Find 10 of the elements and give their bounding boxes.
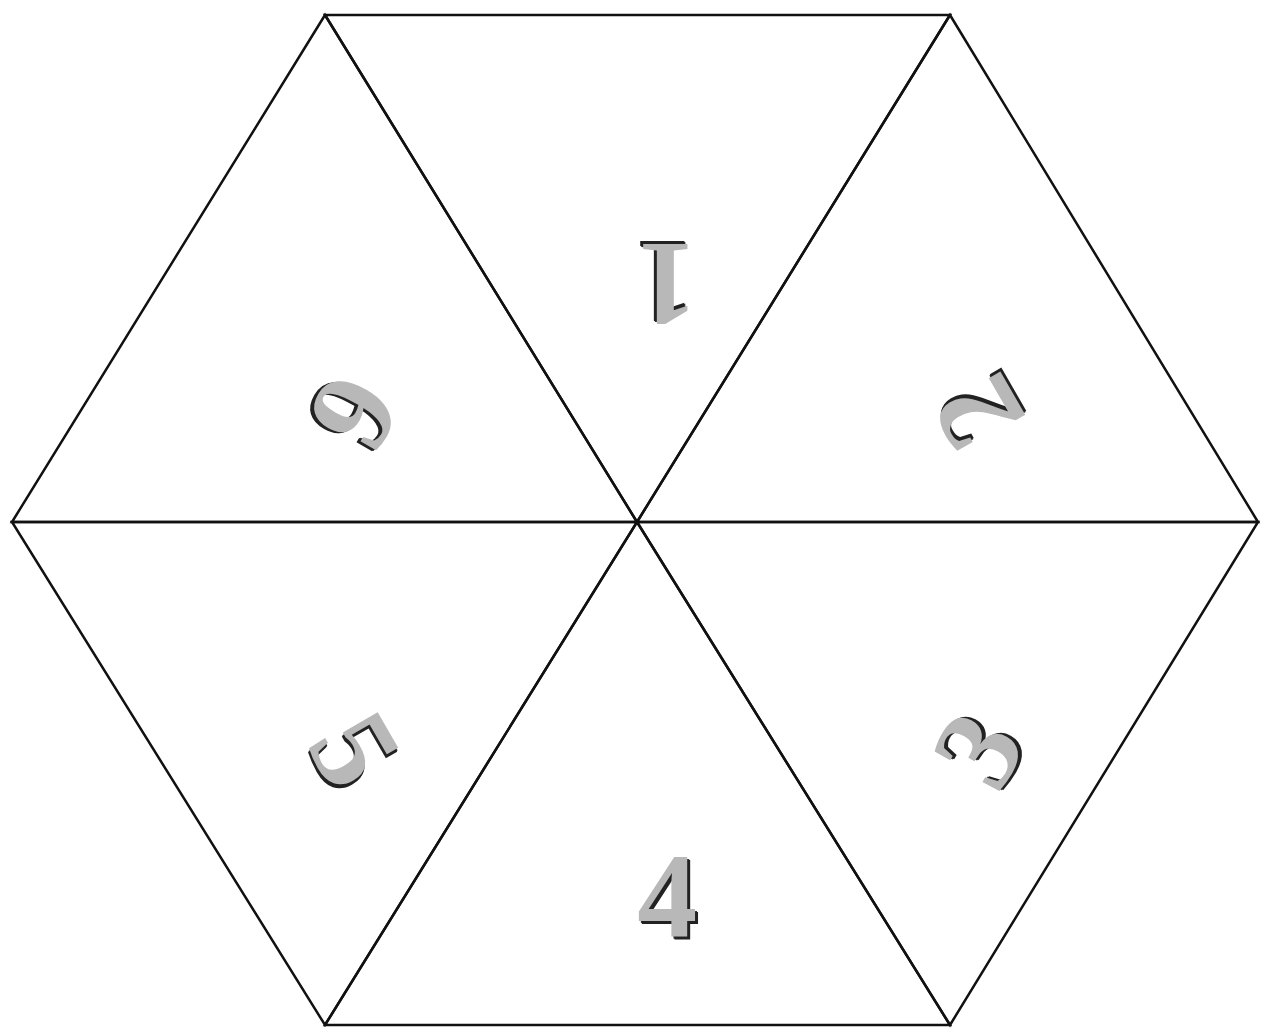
number-label: 6 [287, 357, 422, 469]
number-label: 2 [911, 357, 1046, 469]
triangle-segment [637, 15, 1258, 522]
number-label: 3 [911, 693, 1046, 806]
triangle-segment [637, 522, 1258, 1025]
number-label: 4 [637, 837, 698, 958]
number-label: 1 [637, 224, 698, 344]
triangle-segment [12, 522, 637, 1025]
triangle-segment [12, 15, 637, 522]
number-label: 5 [287, 693, 422, 806]
